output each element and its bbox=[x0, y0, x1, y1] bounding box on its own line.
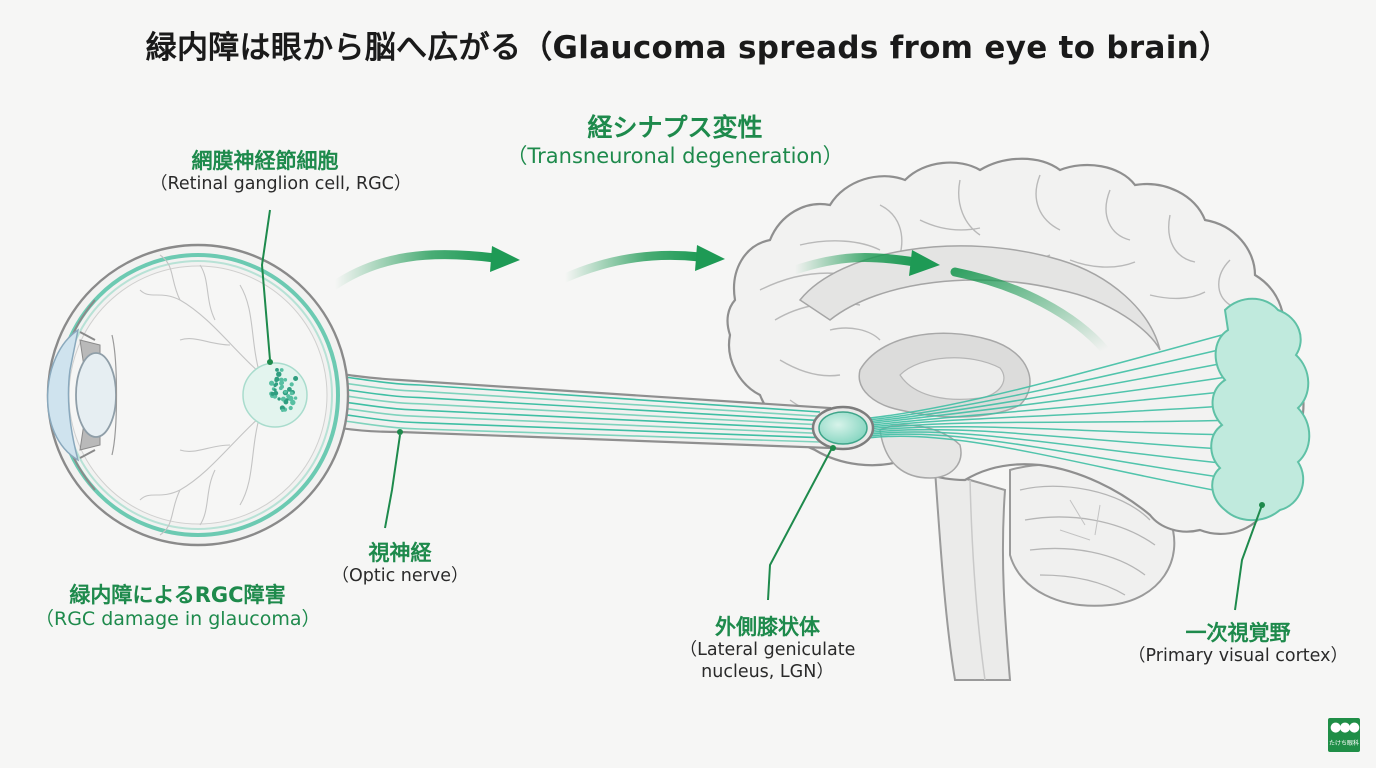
rgc-dot bbox=[293, 396, 298, 400]
radiation-fiber bbox=[869, 435, 1241, 496]
label-lgn-jp: 外側膝状体 bbox=[715, 615, 820, 639]
logo-mark-icon: ●●● bbox=[1329, 720, 1360, 735]
optic-nerve bbox=[299, 366, 832, 450]
rgc-dot bbox=[285, 398, 289, 402]
arrow-1 bbox=[330, 250, 500, 290]
label-visual-cortex-jp: 一次視覚野 bbox=[1185, 621, 1291, 645]
label-transneuronal-en: （Transneuronal degeneration） bbox=[506, 144, 844, 169]
rgc-dot bbox=[290, 399, 296, 406]
rgc-dot bbox=[278, 386, 283, 391]
retinal-vessels bbox=[139, 254, 276, 536]
radiation-fiber bbox=[869, 433, 1241, 481]
rgc-dot bbox=[273, 388, 277, 392]
rgc-dot bbox=[276, 371, 282, 377]
leader-rgc bbox=[260, 209, 271, 361]
label-rgc-damage-en: （RGC damage in glaucoma） bbox=[35, 608, 321, 631]
label-optic-nerve-jp: 視神経 bbox=[368, 541, 432, 565]
lgn-nucleus bbox=[818, 411, 868, 445]
rgc-dot bbox=[269, 380, 275, 386]
rgc-dot bbox=[281, 408, 285, 412]
radiation-fiber bbox=[869, 359, 1241, 423]
radiation-fiber bbox=[869, 404, 1241, 428]
rgc-dot bbox=[289, 391, 294, 396]
label-visual-cortex: 一次視覚野 （Primary visual cortex） bbox=[1128, 620, 1348, 668]
label-transneuronal-jp: 経シナプス変性 bbox=[587, 113, 763, 142]
rgc-dot bbox=[289, 382, 294, 387]
progression-arrows bbox=[330, 245, 940, 290]
rgc-dot bbox=[293, 376, 299, 381]
label-rgc-damage-jp: 緑内障によるRGC障害 bbox=[69, 583, 286, 607]
arrow-2 bbox=[560, 250, 705, 283]
primary-visual-cortex bbox=[1210, 297, 1311, 522]
lens bbox=[75, 352, 117, 438]
rgc-dot bbox=[273, 383, 277, 388]
label-lgn-en-2: nucleus, LGN） bbox=[701, 662, 834, 683]
leader-cortex bbox=[1234, 504, 1263, 611]
radiation-fiber bbox=[869, 428, 1241, 451]
rgc-cluster bbox=[269, 368, 299, 412]
rgc-dot bbox=[283, 378, 288, 382]
label-lgn: 外側膝状体 （Lateral geniculate nucleus, LGN） bbox=[670, 614, 865, 684]
transneuronal-arc bbox=[950, 267, 1110, 355]
rgc-dot bbox=[275, 368, 279, 372]
rgc-dot bbox=[277, 397, 281, 401]
lgn bbox=[811, 405, 875, 451]
label-optic-nerve: 視神経 （Optic nerve） bbox=[330, 540, 470, 588]
rgc-dot bbox=[283, 390, 287, 394]
leader-lines bbox=[260, 209, 1265, 611]
label-rgc-en: （Retinal ganglion cell, RGC） bbox=[150, 174, 412, 195]
label-lgn-en-1: （Lateral geniculate bbox=[679, 640, 856, 661]
radiation-fiber bbox=[869, 374, 1241, 425]
label-visual-cortex-en: （Primary visual cortex） bbox=[1128, 646, 1348, 667]
arrow-1-head bbox=[490, 246, 520, 272]
label-rgc-damage: 緑内障によるRGC障害 （RGC damage in glaucoma） bbox=[35, 582, 320, 632]
page-title: 緑内障は眼から脳へ広がる（Glaucoma spreads from eye t… bbox=[145, 30, 1231, 66]
label-transneuronal: 経シナプス変性 （Transneuronal degeneration） bbox=[505, 112, 845, 170]
eye bbox=[46, 243, 350, 547]
brainstem bbox=[933, 468, 1012, 681]
rgc-dot bbox=[273, 391, 279, 396]
rgc-dot bbox=[288, 405, 293, 411]
rgc-dot bbox=[286, 394, 291, 399]
corpus-callosum bbox=[798, 245, 1161, 351]
radiation-fiber bbox=[869, 425, 1241, 436]
rgc-dot bbox=[279, 377, 284, 383]
radiation-fiber bbox=[869, 419, 1241, 430]
arrow-3 bbox=[790, 252, 920, 275]
rgc-dot bbox=[279, 381, 284, 386]
arrow-3-head bbox=[909, 250, 940, 276]
rgc-dot bbox=[287, 387, 292, 392]
rgc-dot bbox=[279, 368, 284, 372]
clinic-logo: ●●● たけち眼科 bbox=[1328, 718, 1360, 752]
radiation-fiber bbox=[869, 389, 1241, 426]
rgc-dot bbox=[274, 378, 278, 382]
radiation-fiber bbox=[869, 344, 1241, 421]
label-optic-nerve-en: （Optic nerve） bbox=[331, 566, 469, 587]
label-rgc-jp: 網膜神経節細胞 bbox=[191, 149, 339, 173]
logo-text: たけち眼科 bbox=[1328, 740, 1359, 747]
arrow-2-head bbox=[695, 245, 725, 271]
label-rgc: 網膜神経節細胞 （Retinal ganglion cell, RGC） bbox=[150, 148, 412, 196]
cornea bbox=[46, 328, 80, 462]
radiation-fiber bbox=[869, 431, 1241, 466]
leader-lgn bbox=[767, 447, 833, 601]
radiation-fiber bbox=[869, 329, 1241, 419]
rgc-dot bbox=[270, 391, 275, 396]
leader-optic-nerve bbox=[384, 434, 401, 529]
optic-radiation bbox=[869, 329, 1241, 496]
brain bbox=[726, 157, 1305, 681]
